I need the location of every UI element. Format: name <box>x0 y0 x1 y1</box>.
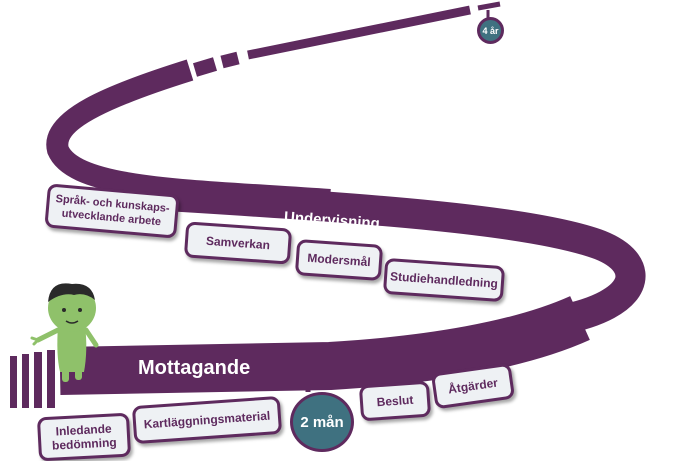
road-stripe-2 <box>22 354 29 408</box>
box-label: Åtgärder <box>447 375 499 397</box>
box-label: Kartläggningsmaterial <box>143 408 271 432</box>
box-samverkan: Samverkan <box>183 221 293 265</box>
road-middle-band <box>119 178 646 335</box>
box-inledande-bedomning: Inledande bedömning <box>36 412 132 461</box>
milestone-2-man: 2 mån <box>290 392 354 452</box>
road-label-mottagande: Mottagande <box>138 357 251 379</box>
road-stripe-3 <box>34 352 42 408</box>
box-label: Studiehandledning <box>389 269 499 291</box>
child-figure-icon <box>30 283 99 382</box>
road-dash-1 <box>192 57 218 77</box>
box-label: Samverkan <box>205 233 271 253</box>
box-beslut: Beslut <box>358 380 432 422</box>
box-label: Beslut <box>376 392 414 410</box>
box-label: Modersmål <box>306 250 372 270</box>
milestone-4-ar: 4 år <box>477 17 504 44</box>
road-lower-band <box>59 295 590 395</box>
road-dash-2 <box>220 51 240 69</box>
box-modersmal: Modersmål <box>294 239 384 281</box>
road-stripe-4 <box>47 350 55 408</box>
road-stripe-1 <box>10 356 17 408</box>
road-dash-4 <box>477 1 501 11</box>
box-label: Språk- och kunskaps- utvecklande arbete <box>55 193 171 229</box>
road-dash-3 <box>247 5 471 60</box>
pathway-diagram <box>10 1 646 408</box>
road-upper-curve <box>46 59 331 211</box>
box-label: Inledande bedömning <box>51 421 118 453</box>
